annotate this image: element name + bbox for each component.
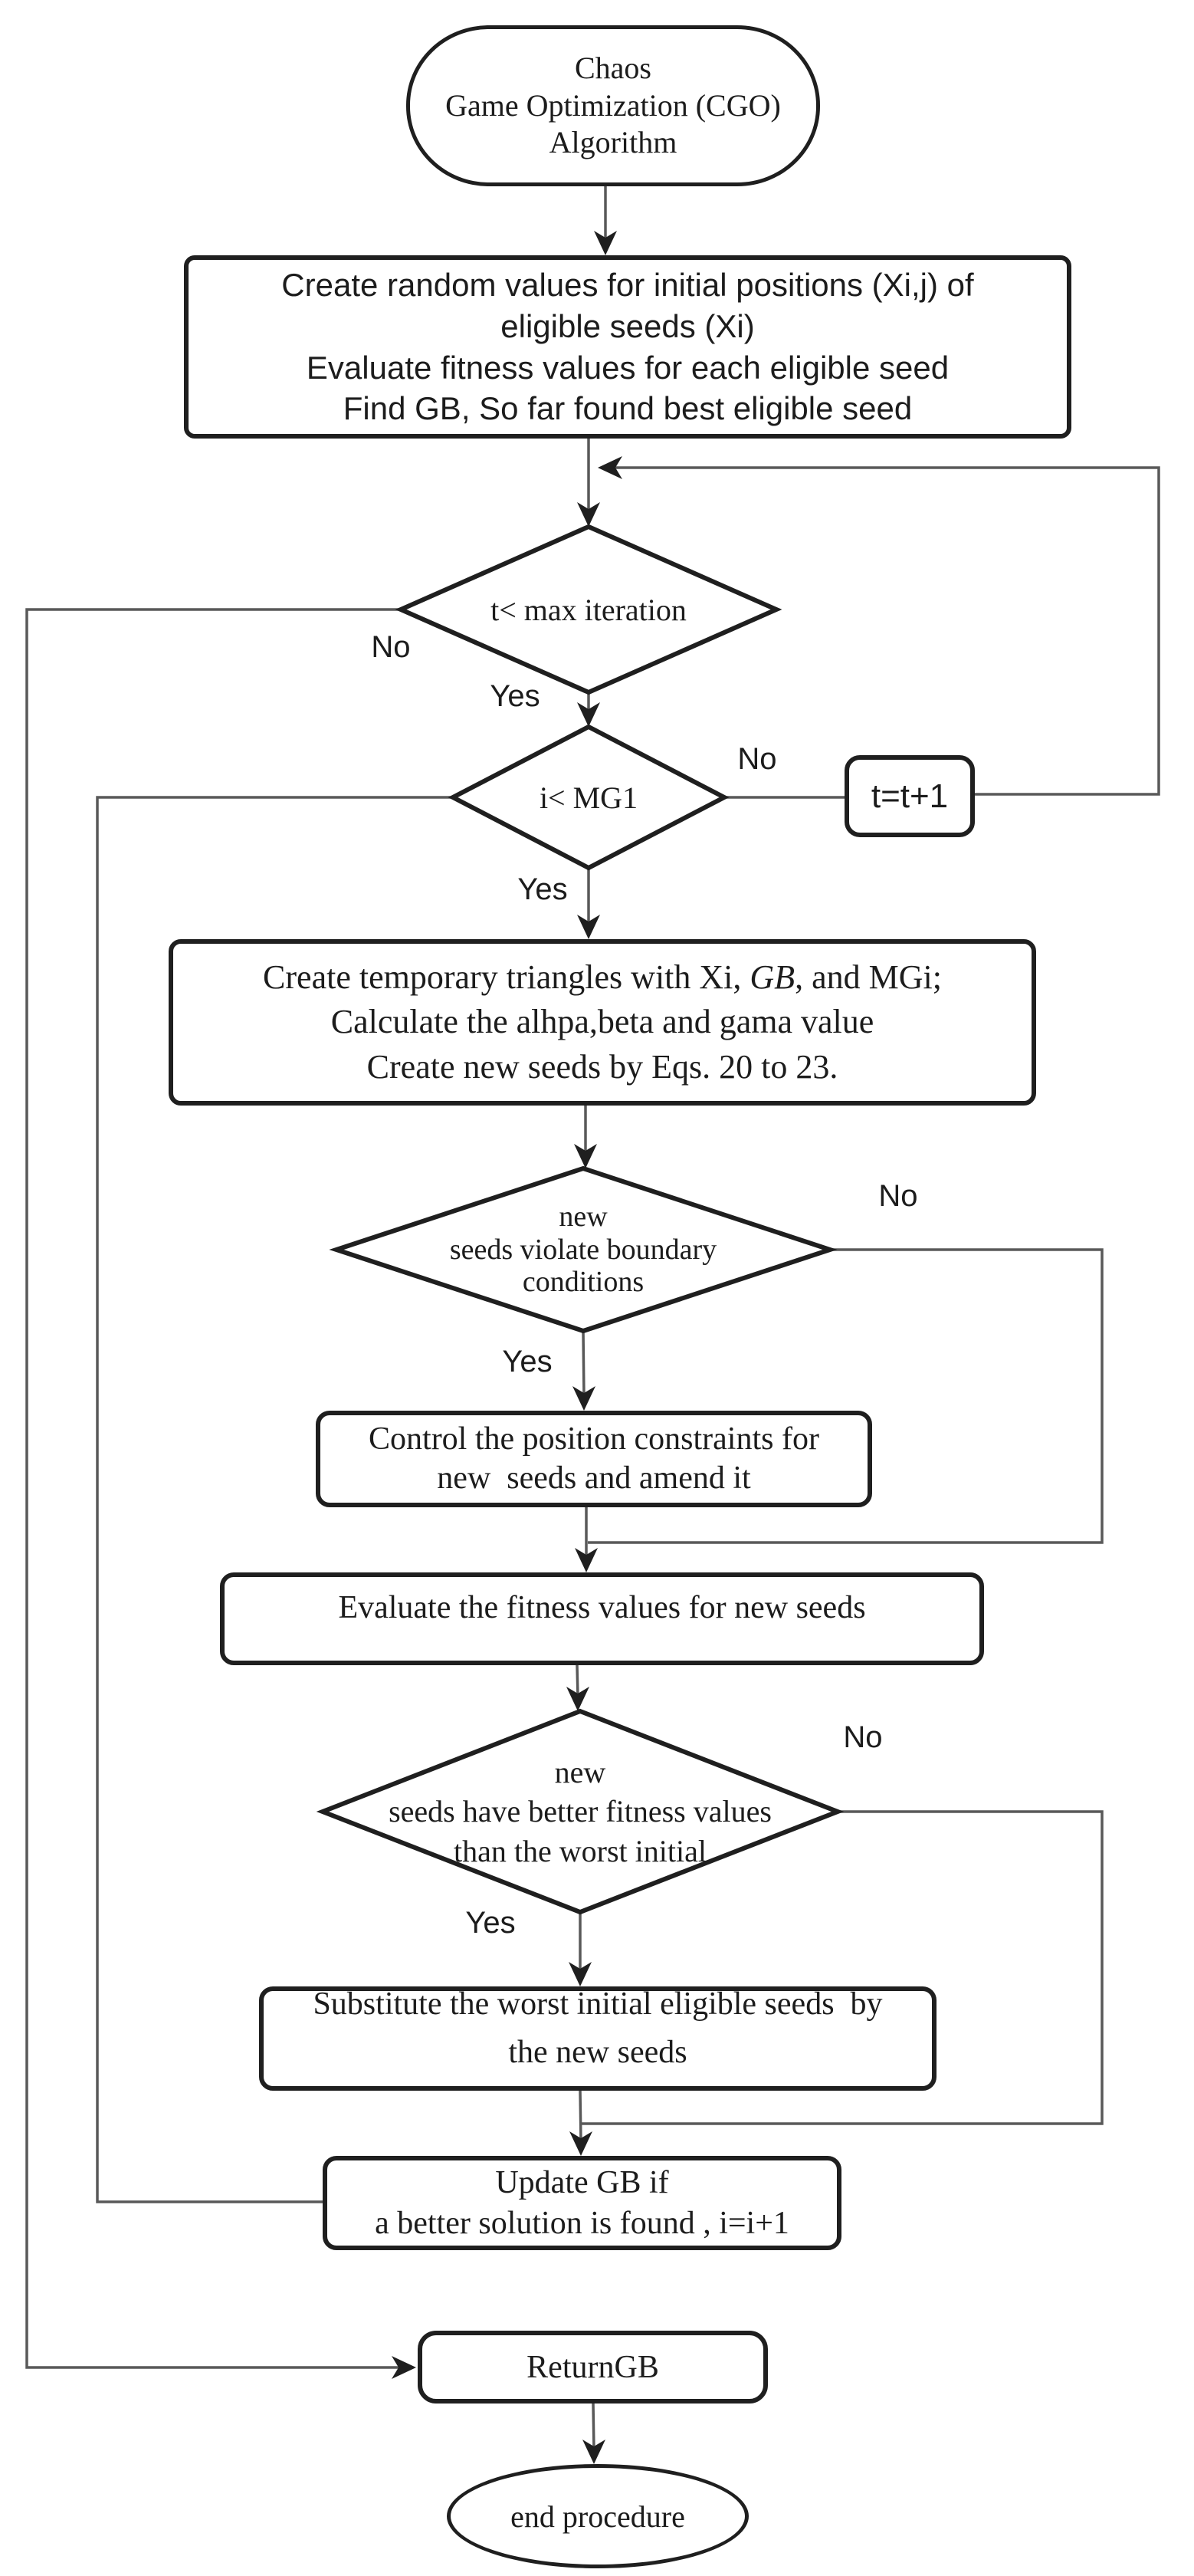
iter-yes-label: Yes xyxy=(490,679,540,713)
arrowhead-into-end xyxy=(582,2440,605,2464)
edge-substitute-update xyxy=(579,2090,582,2142)
fitness-decision-line: than the worst initial xyxy=(454,1833,707,1868)
iteration-decision: t< max iteration xyxy=(401,527,776,692)
boundary-yes-label: Yes xyxy=(502,1345,553,1378)
start-terminator: Chaos Game Optimization (CGO) Algorithm xyxy=(406,25,820,186)
arrowhead-into-iter xyxy=(577,502,600,527)
triangles-line-1: Create temporary triangles with Xi, GB, … xyxy=(263,955,942,1000)
increment-t-label: t=t+1 xyxy=(871,777,949,815)
edge-return-end xyxy=(592,2403,595,2450)
boundary-decision: new seeds violate boundary conditions xyxy=(336,1168,830,1331)
arrowhead-into-fitness xyxy=(566,1687,589,1711)
create-triangles-box: Create temporary triangles with Xi, GB, … xyxy=(169,939,1036,1106)
edge-iter-no-return xyxy=(25,608,404,2369)
edge-update-loop-mg xyxy=(96,796,453,2203)
fitness-decision-line: seeds have better fitness values xyxy=(389,1794,772,1829)
boundary-decision-line: seeds violate boundary xyxy=(449,1233,717,1266)
arrowhead-into-control xyxy=(572,1386,595,1411)
arrowhead-into-init xyxy=(594,231,617,255)
edge-boundary-no-bypass xyxy=(588,1248,1104,1544)
boundary-decision-line: new xyxy=(559,1200,608,1233)
fitness-no-label: No xyxy=(843,1720,883,1754)
triangles-line1-gb: GB xyxy=(750,958,795,997)
control-constraints-box: Control the position constraints for new… xyxy=(316,1411,872,1507)
substitute-seeds-box: Substitute the worst initial eligible se… xyxy=(259,1986,937,2091)
init-line: Find GB, So far found best eligible seed xyxy=(343,390,913,427)
init-line: Evaluate fitness values for each eligibl… xyxy=(306,349,950,386)
arrowhead-loop-join xyxy=(598,456,622,479)
start-line: Chaos xyxy=(575,50,651,85)
mg-decision: i< MG1 xyxy=(453,727,724,868)
triangles-line-2: Calculate the alhpa,beta and gama value xyxy=(330,1003,874,1041)
mg-no-label: No xyxy=(737,742,777,776)
arrowhead-into-update xyxy=(569,2131,592,2156)
fitness-decision-line: new xyxy=(554,1755,606,1790)
evaluate-fitness-box: Evaluate the fitness values for new seed… xyxy=(220,1572,984,1665)
return-gb-label: ReturnGB xyxy=(526,2349,659,2385)
increment-t-box: t=t+1 xyxy=(845,755,975,837)
init-line: eligible seeds (Xi) xyxy=(500,307,755,344)
substitute-line: the new seeds xyxy=(508,2035,687,2070)
arrowhead-into-return xyxy=(392,2356,416,2379)
evaluate-label: Evaluate the fitness values for new seed… xyxy=(338,1590,866,1625)
end-label: end procedure xyxy=(510,2499,685,2534)
control-line: new seeds and amend it xyxy=(437,1460,751,1496)
arrowhead-into-substitute xyxy=(569,1962,592,1986)
fitness-decision: new seeds have better fitness values tha… xyxy=(323,1711,838,1912)
arrowhead-into-triangles xyxy=(577,915,600,939)
init-process-box: Create random values for initial positio… xyxy=(184,255,1071,439)
mg-decision-shape xyxy=(448,724,730,871)
start-line: Game Optimization (CGO) xyxy=(445,87,781,123)
edge-boundary-yes-control xyxy=(582,1330,586,1397)
boundary-decision-line: conditions xyxy=(522,1266,645,1299)
update-line: Update GB if xyxy=(495,2165,669,2200)
iteration-decision-shape xyxy=(395,524,782,695)
fitness-yes-label: Yes xyxy=(465,1906,516,1940)
fitness-decision-shape xyxy=(316,1708,845,1915)
edge-evaluate-fitness xyxy=(576,1664,579,1697)
triangles-line1-post: , and MGi; xyxy=(795,958,942,997)
update-gb-box: Update GB if a better solution is found … xyxy=(323,2156,841,2250)
boundary-decision-shape xyxy=(329,1165,838,1334)
boundary-no-label: No xyxy=(878,1179,918,1213)
iter-no-label: No xyxy=(371,630,411,664)
init-line: Create random values for initial positio… xyxy=(281,267,974,303)
edge-increment-loop xyxy=(615,466,1160,796)
substitute-line: Substitute the worst initial eligible se… xyxy=(313,1986,883,2022)
update-line: a better solution is found , i=i+1 xyxy=(375,2205,789,2241)
mg-yes-label: Yes xyxy=(517,872,568,906)
triangles-line1-pre: Create temporary triangles with Xi, xyxy=(263,958,750,997)
arrowhead-into-mg xyxy=(577,702,600,727)
arrowhead-into-boundary xyxy=(574,1144,597,1168)
iteration-decision-label: t< max iteration xyxy=(490,592,687,627)
triangles-line-3: Create new seeds by Eqs. 20 to 23. xyxy=(366,1047,838,1086)
return-gb-box: ReturnGB xyxy=(418,2331,768,2404)
mg-decision-label: i< MG1 xyxy=(539,780,638,815)
control-line: Control the position constraints for xyxy=(369,1421,819,1457)
arrowhead-into-evaluate xyxy=(575,1548,598,1572)
edge-fitness-no-bypass xyxy=(582,1810,1104,2125)
start-line: Algorithm xyxy=(549,125,677,160)
end-terminator: end procedure xyxy=(447,2464,749,2568)
